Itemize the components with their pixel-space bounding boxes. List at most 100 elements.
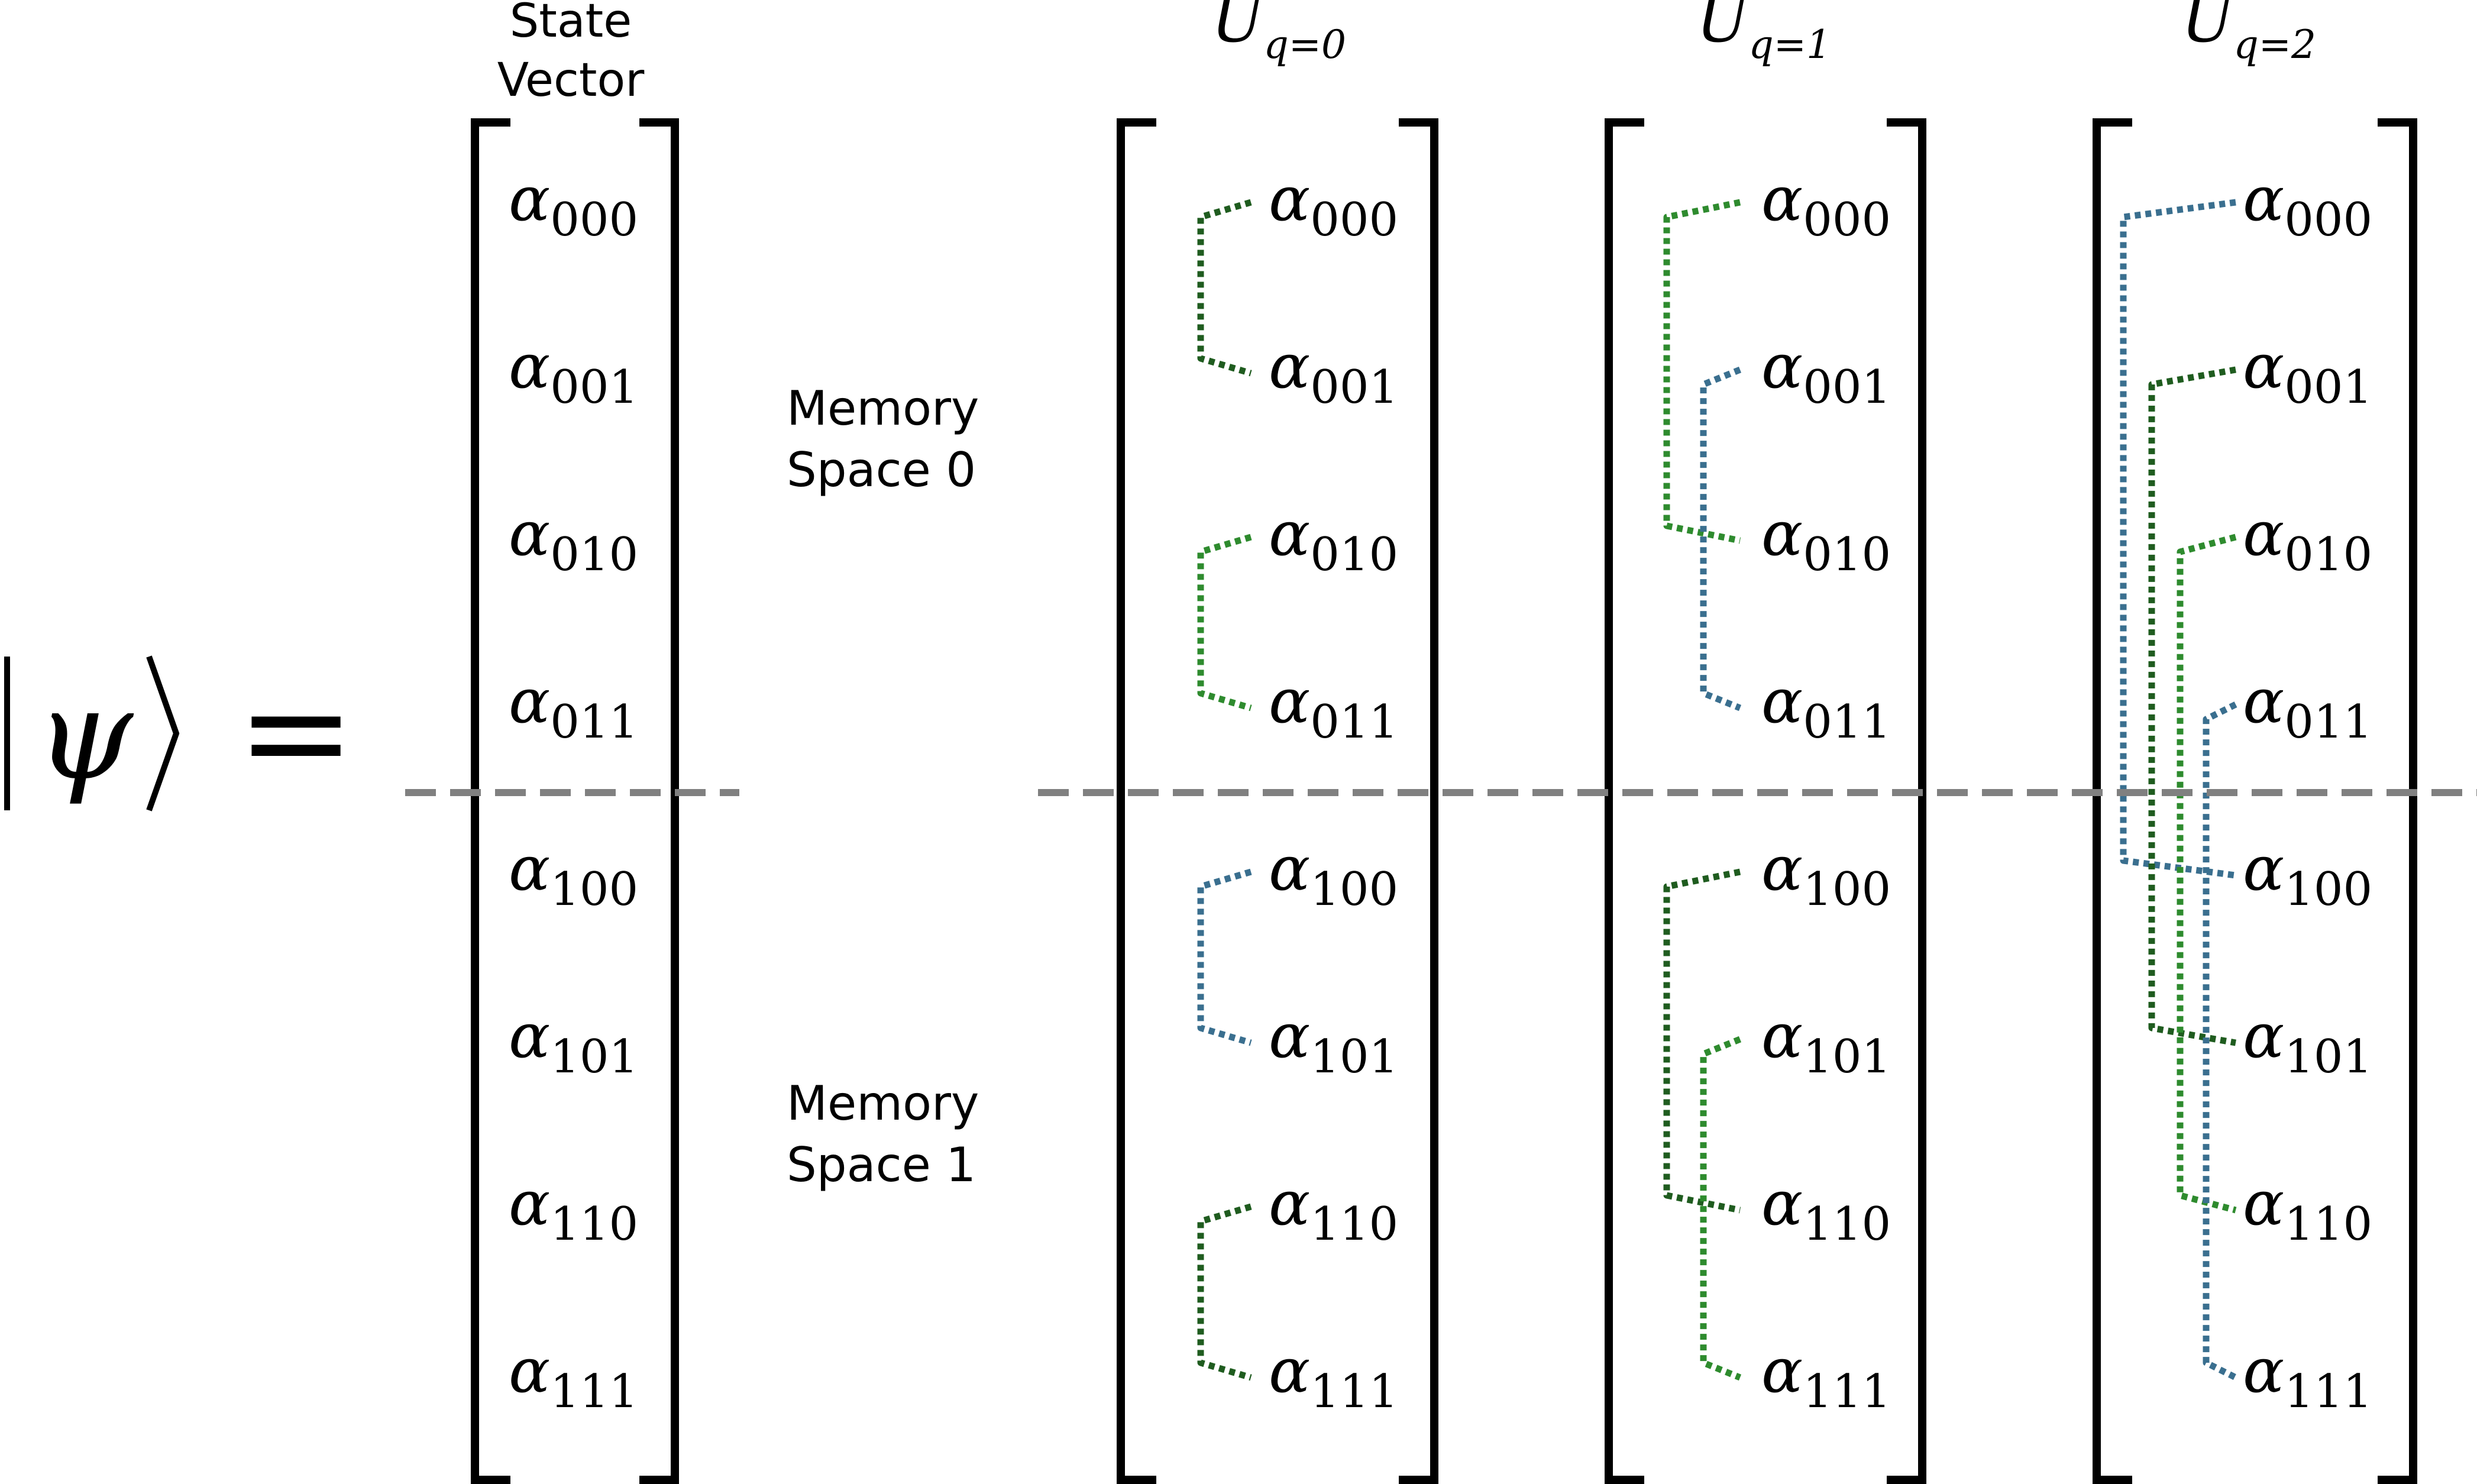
operator-q2-entry-111: α111 — [2243, 1334, 2372, 1418]
operator-q1-right-bracket — [1887, 118, 1926, 1484]
operator-q2-left-bracket — [2093, 118, 2132, 1484]
entry-index: 101 — [2284, 1030, 2372, 1084]
alpha-symbol: α — [1269, 1000, 1310, 1072]
state-vector-left-bracket — [471, 118, 510, 1484]
entry-index: 101 — [1803, 1030, 1891, 1084]
alpha-symbol: α — [1269, 330, 1310, 402]
alpha-symbol: α — [2243, 1000, 2284, 1072]
operator-base: U — [1211, 0, 1266, 56]
state-vector-entry-000: α000 — [509, 163, 638, 247]
pair-link-q=1-001-011 — [1700, 366, 1742, 712]
state-vector-entry-100: α100 — [509, 832, 638, 916]
alpha-symbol: α — [1269, 832, 1310, 904]
operator-q1-entry-010: α010 — [1761, 497, 1891, 581]
operator-header-q0: Uq=0 — [1211, 0, 1346, 67]
operator-q1-entry-110: α110 — [1761, 1167, 1891, 1251]
state-vector-entry-111: α111 — [509, 1334, 638, 1418]
operator-q1-entry-101: α101 — [1761, 1000, 1891, 1084]
pair-link-q=0-100-101 — [1197, 868, 1252, 1046]
operator-q2-entry-000: α000 — [2243, 163, 2372, 247]
state-vector-header-line2: Vector — [497, 54, 645, 107]
pair-link-q=2-001-101 — [2148, 366, 2236, 1046]
entry-index: 000 — [550, 193, 638, 247]
pair-link-q=1-100-110 — [1663, 868, 1741, 1214]
pair-link-q=1-000-010 — [1663, 199, 1741, 544]
alpha-symbol: α — [1269, 1167, 1310, 1239]
operator-q1-entry-001: α001 — [1761, 330, 1891, 414]
memory-space-1-line2: Space 1 — [787, 1137, 976, 1192]
pair-connectors — [1197, 199, 2237, 1381]
operator-q2-entry-100: α100 — [2243, 832, 2372, 916]
pair-link-q=0-000-001 — [1197, 199, 1252, 377]
entry-index: 001 — [1803, 361, 1891, 414]
alpha-symbol: α — [509, 163, 550, 235]
state-vector-entry-001: α001 — [509, 330, 638, 414]
entry-index: 001 — [1310, 361, 1398, 414]
alpha-symbol: α — [2243, 832, 2284, 904]
entry-index: 000 — [1803, 193, 1891, 247]
entry-index: 010 — [2284, 528, 2372, 581]
alpha-symbol: α — [509, 832, 550, 904]
pair-link-q=2-011-111 — [2203, 701, 2237, 1380]
alpha-symbol: α — [509, 330, 550, 402]
alpha-symbol: α — [2243, 330, 2284, 402]
entry-index: 100 — [550, 863, 638, 916]
state-vector-entry-110: α110 — [509, 1167, 638, 1251]
state-vector-entry-010: α010 — [509, 497, 638, 581]
operator-q1-entry-100: α100 — [1761, 832, 1891, 916]
alpha-symbol: α — [1269, 163, 1310, 235]
state-vector-header-line1: State — [510, 0, 632, 48]
entry-index: 111 — [1803, 1365, 1891, 1418]
alpha-symbol: α — [1761, 665, 1803, 737]
operator-q2-entry-001: α001 — [2243, 330, 2372, 414]
alpha-symbol: α — [509, 497, 550, 570]
operator-q1-entry-111: α111 — [1761, 1334, 1891, 1418]
memory-space-1-line1: Memory — [787, 1076, 979, 1131]
operator-q0-entry-000: α000 — [1269, 163, 1398, 247]
entry-index: 000 — [2284, 193, 2372, 247]
alpha-symbol: α — [1269, 1334, 1310, 1407]
state-vector-right-bracket — [639, 118, 679, 1484]
operator-sub: q=0 — [1264, 22, 1347, 67]
operator-q0-entry-001: α001 — [1269, 330, 1398, 414]
operator-q0-right-bracket — [1399, 118, 1438, 1484]
pair-link-q=1-101-111 — [1700, 1036, 1742, 1381]
entry-index: 001 — [550, 361, 638, 414]
operator-header-q1: Uq=1 — [1696, 0, 1831, 67]
operator-sub: q=1 — [1749, 22, 1832, 67]
operator-q0-entry-011: α011 — [1269, 665, 1398, 749]
entry-index: 111 — [2284, 1365, 2372, 1418]
ket-psi: ψ — [35, 662, 134, 807]
operator-q0-entry-110: α110 — [1269, 1167, 1398, 1251]
entry-index: 010 — [1310, 528, 1398, 581]
operator-q0-left-bracket — [1117, 118, 1156, 1484]
alpha-symbol: α — [2243, 163, 2284, 235]
operator-q1-left-bracket — [1605, 118, 1644, 1484]
alpha-symbol: α — [1761, 1167, 1803, 1239]
alpha-symbol: α — [509, 1167, 550, 1239]
entry-index: 100 — [2284, 863, 2372, 916]
alpha-symbol: α — [1761, 832, 1803, 904]
pair-link-q=0-010-011 — [1197, 534, 1252, 712]
entry-index: 010 — [550, 528, 638, 581]
alpha-symbol: α — [1761, 330, 1803, 402]
operator-base: U — [1696, 0, 1751, 56]
entry-index: 110 — [1803, 1198, 1891, 1251]
entry-index: 110 — [2284, 1198, 2372, 1251]
entry-index: 000 — [1310, 193, 1398, 247]
entry-index: 111 — [550, 1365, 638, 1418]
operator-q1-entry-011: α011 — [1761, 665, 1891, 749]
operator-q2-right-bracket — [2378, 118, 2417, 1484]
operator-q0-entry-111: α111 — [1269, 1334, 1398, 1418]
alpha-symbol: α — [2243, 497, 2284, 570]
alpha-symbol: α — [1761, 1000, 1803, 1072]
entry-index: 110 — [1310, 1198, 1398, 1251]
operator-sub: q=2 — [2234, 22, 2317, 67]
operator-q0-entry-100: α100 — [1269, 832, 1398, 916]
entry-index: 010 — [1803, 528, 1891, 581]
matrix-brackets — [471, 118, 2417, 1484]
operator-q0-entry-101: α101 — [1269, 1000, 1398, 1084]
entry-index: 011 — [1803, 696, 1891, 749]
entry-index: 011 — [550, 696, 638, 749]
